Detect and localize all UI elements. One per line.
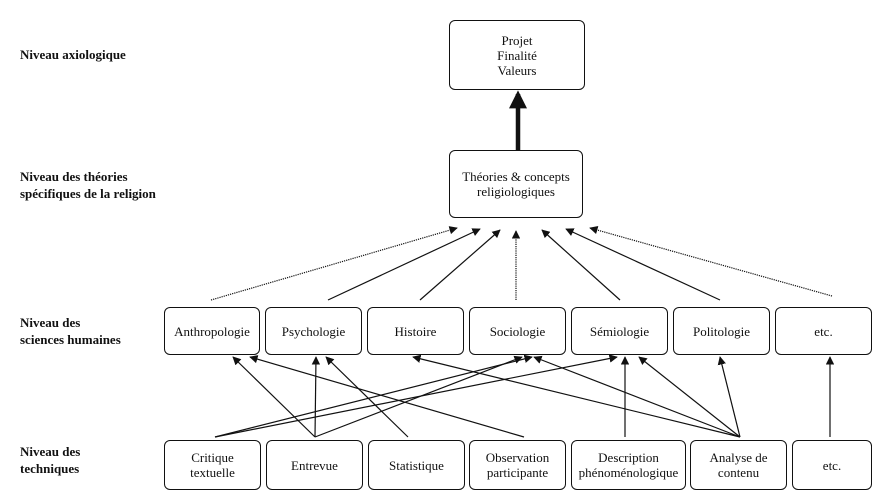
technique-box-entrevue: Entrevue xyxy=(266,440,363,490)
science-box-politologie: Politologie xyxy=(673,307,770,355)
science-box-anthropologie: Anthropologie xyxy=(164,307,260,355)
technique-box-description-phenomenologique: Description phénoménologique xyxy=(571,440,686,490)
axiology-box: Projet Finalité Valeurs xyxy=(449,20,585,90)
theories-box: Théories & concepts religiologiques xyxy=(449,150,583,218)
arrows-sciences-to-theories xyxy=(210,226,833,301)
science-box-etc: etc. xyxy=(775,307,872,355)
level-label-theories: Niveau des théories spécifiques de la re… xyxy=(20,169,156,201)
technique-box-etc: etc. xyxy=(792,440,872,490)
science-box-histoire: Histoire xyxy=(367,307,464,355)
technique-box-critique-textuelle: Critique textuelle xyxy=(164,440,261,490)
science-box-psychologie: Psychologie xyxy=(265,307,362,355)
science-box-semiologie: Sémiologie xyxy=(571,307,668,355)
arrows-techniques-to-sciences xyxy=(214,354,835,438)
level-label-techniques: Niveau des techniques xyxy=(20,444,81,476)
technique-box-statistique: Statistique xyxy=(368,440,465,490)
technique-box-observation-participante: Observation participante xyxy=(469,440,566,490)
science-box-sociologie: Sociologie xyxy=(469,307,566,355)
level-label-sciences: Niveau des sciences humaines xyxy=(20,315,121,347)
technique-box-analyse-de-contenu: Analyse de contenu xyxy=(690,440,787,490)
level-label-axiological: Niveau axiologique xyxy=(20,47,126,62)
